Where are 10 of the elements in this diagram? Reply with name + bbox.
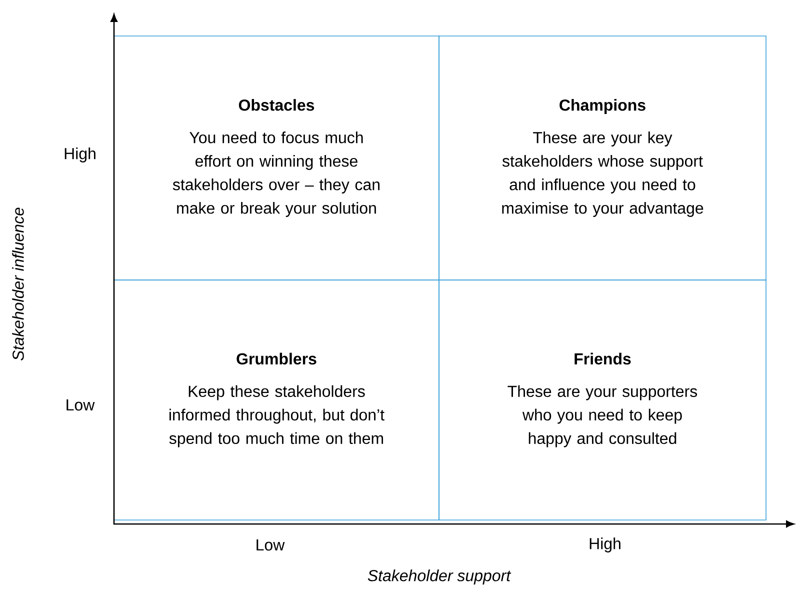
axis-title: Stakeholder influence bbox=[12, 208, 24, 360]
axis-tick-label: Low bbox=[256, 539, 285, 551]
quadrant-box: Grumblers Keep these stakeholders informed throughout, but don’t spend too much time on them bbox=[114, 280, 440, 520]
axis-title: Stakeholder support bbox=[368, 570, 512, 584]
quadrant-box: Champions These are your key stakeholders whose support and influence you need to maximise to your advantage bbox=[438, 36, 766, 280]
axis-tick-label: Low bbox=[66, 399, 95, 411]
quadrant-box: Friends These are your supporters who you need to keep happy and consulted bbox=[438, 280, 766, 520]
quadrant-box: Obstacles You need to focus much effort on winning these stakeholders over – they can make or break your solution bbox=[114, 36, 440, 280]
axis-tick-label: High bbox=[590, 538, 620, 552]
axis-tick-label: High bbox=[64, 148, 96, 162]
